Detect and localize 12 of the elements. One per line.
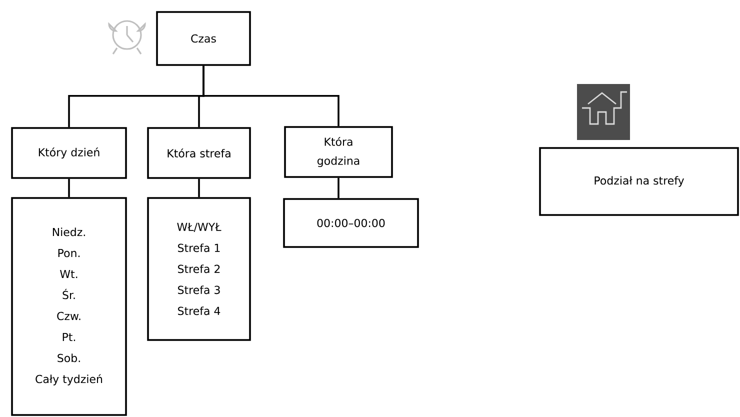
text-box: Która godzina: [284, 126, 393, 178]
connector-line: [198, 178, 200, 198]
list-box: Niedz. Pon. Wt. Śr. Czw. Pt. Sob. Cały tydzień: [11, 197, 127, 416]
text-box: Podział na strefy: [539, 147, 739, 216]
text-box: 00:00–00:00: [283, 198, 419, 248]
connector-line: [202, 66, 340, 126]
list-box: WŁ/WYŁ Strefa 1 Strefa 2 Strefa 3 Strefa 4: [147, 197, 251, 341]
connector-line: [68, 178, 70, 198]
connector-line: [338, 178, 340, 198]
text-box: Czas: [156, 11, 251, 66]
text-box: Która strefa: [147, 127, 251, 179]
text-box: Który dzień: [11, 127, 127, 179]
